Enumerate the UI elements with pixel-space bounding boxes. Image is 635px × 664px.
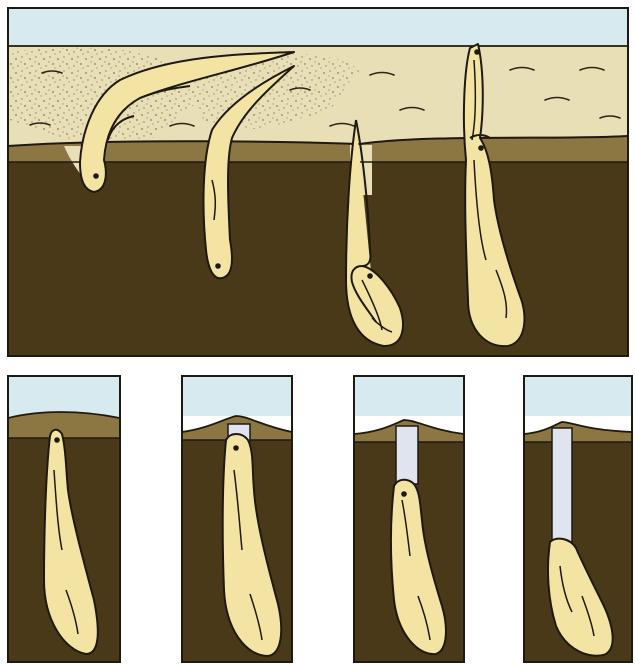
stage-4-panel: [524, 376, 632, 662]
main-scene-panel: [8, 8, 628, 356]
stage-3-panel: [354, 376, 464, 662]
main-sky: [8, 8, 628, 46]
stage-1-panel: [8, 376, 120, 662]
stage-2-panel: [182, 376, 292, 662]
stage-4-mucus-tube: [552, 428, 572, 542]
stage-3-mucus-tube: [396, 426, 418, 484]
main-burrow-layer: [8, 162, 628, 356]
